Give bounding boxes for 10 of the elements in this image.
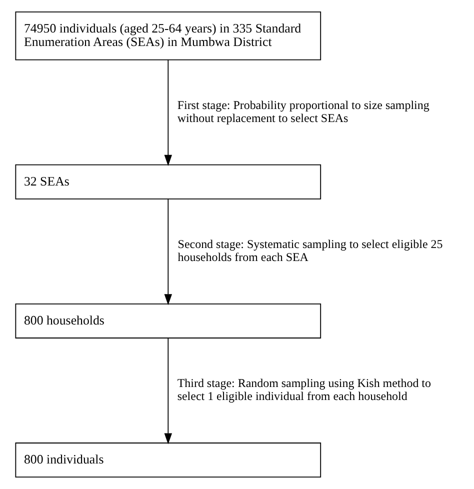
node-box: 800 individuals xyxy=(15,442,322,478)
arrow xyxy=(164,338,172,444)
arrow xyxy=(164,59,172,166)
node-box: 32 SEAs xyxy=(15,164,322,200)
node-box: 74950 individuals (aged 25-64 years) in 335 Standard Enumeration Areas (SEAs) in Mumbwa District xyxy=(15,11,322,60)
edge-label: Second stage: Systematic sampling to select eligible 25 households from each SEA xyxy=(178,237,443,264)
edge-label: Third stage: Random sampling using Kish method to select 1 eligible individual from each household xyxy=(177,376,432,404)
arrow xyxy=(164,198,172,306)
node-box: 800 households xyxy=(15,303,322,338)
edge-label: First stage: Probability proportional to size sampling without replacement to select SEAs xyxy=(177,98,430,125)
